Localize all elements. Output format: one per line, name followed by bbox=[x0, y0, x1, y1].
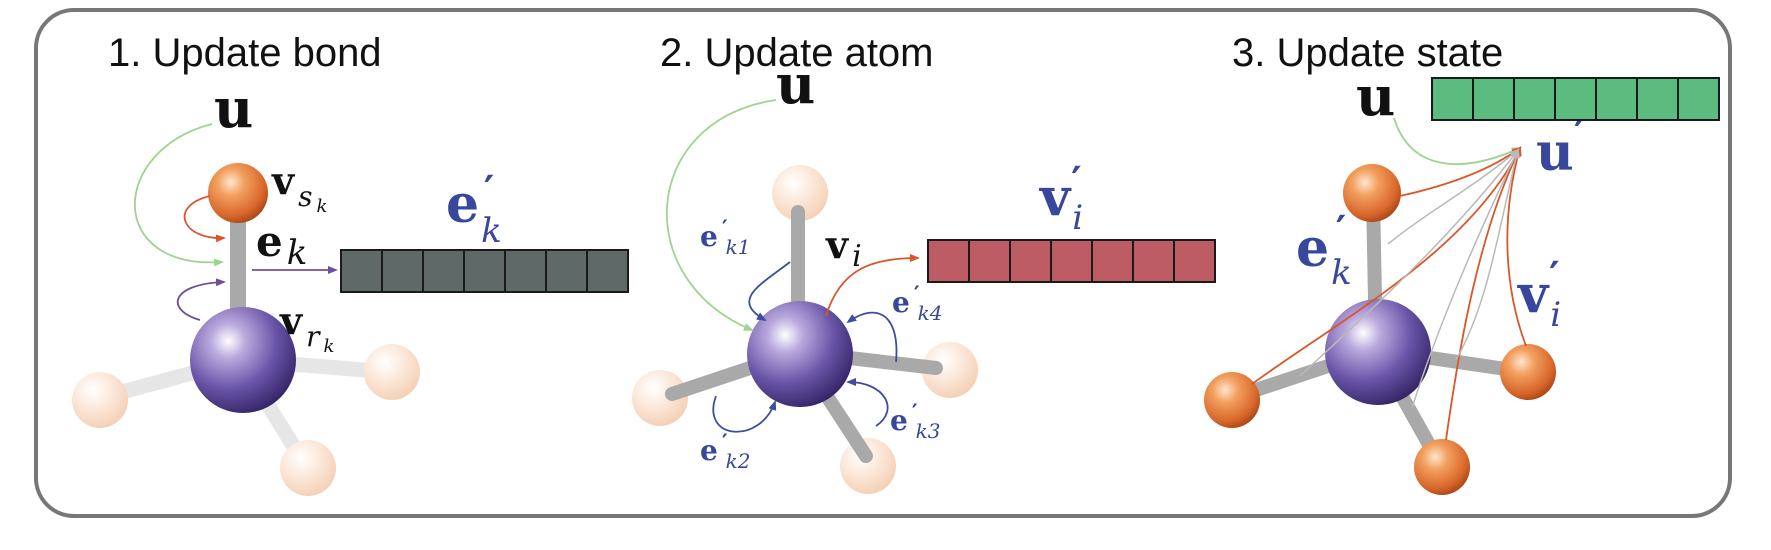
label-e-k-prime: e k ′ bbox=[446, 167, 506, 251]
panel-update-state: 3. Update state u u ′ e k ′ bbox=[1204, 31, 1720, 495]
vector-cell bbox=[1554, 77, 1597, 121]
vector-cell bbox=[1595, 77, 1638, 121]
arrow-ek3-to-atom bbox=[846, 378, 889, 427]
faded-atom bbox=[772, 165, 828, 221]
arrow-u-to-atom bbox=[665, 99, 777, 331]
arrow-atom-to-state bbox=[1251, 146, 1521, 385]
faded-atom bbox=[922, 342, 978, 398]
vector-cell bbox=[545, 249, 588, 293]
panel-update-atom: 2. Update atom u v i e ′ k1 e bbox=[632, 31, 1216, 494]
arrow-bond-to-state bbox=[1411, 148, 1519, 409]
vector-cell bbox=[968, 239, 1011, 283]
vector-cell bbox=[1173, 239, 1216, 283]
faded-atom bbox=[632, 370, 688, 426]
vector-cell bbox=[381, 249, 424, 293]
arrow-bond-to-state bbox=[1455, 148, 1520, 361]
faded-atom bbox=[72, 372, 128, 428]
label-e-k4-prime: e ′ k4 bbox=[892, 282, 942, 325]
arrow-atom-to-state bbox=[1506, 146, 1527, 347]
arrow-u-to-state bbox=[1393, 117, 1522, 165]
label-u: u bbox=[214, 76, 253, 140]
label-v-i-prime: v i ′ bbox=[1039, 158, 1087, 238]
arrow-atom-to-state bbox=[1445, 146, 1521, 441]
arrow-ek2-to-atom bbox=[712, 395, 777, 433]
diagram-frame bbox=[34, 8, 1732, 518]
arrow-ek4-to-atom bbox=[846, 311, 898, 363]
arrow-ek1-to-atom bbox=[748, 261, 791, 321]
label-e-k2-prime: e ′ k2 bbox=[700, 430, 750, 473]
central-atom bbox=[1325, 299, 1431, 405]
label-e-k1-prime: e ′ k1 bbox=[700, 216, 750, 259]
bonded-atom bbox=[1204, 372, 1260, 428]
label-u-prime: u ′ bbox=[1536, 111, 1584, 183]
bonded-atom bbox=[1343, 164, 1401, 222]
panel-update-bond: 1. Update bond u v s k e k v r bbox=[72, 31, 629, 496]
label-e-k: e k bbox=[256, 217, 307, 273]
faded-atom bbox=[840, 438, 896, 494]
vector-cell bbox=[586, 249, 629, 293]
vector-cell bbox=[1636, 77, 1679, 121]
arrow-vsk-to-bond bbox=[183, 195, 226, 243]
state-feature-vector bbox=[1431, 77, 1720, 121]
label-e-k-prime: e k ′ bbox=[1296, 207, 1356, 293]
label-e-k3-prime: e ′ k3 bbox=[890, 400, 940, 443]
vector-cell bbox=[340, 249, 383, 293]
central-atom bbox=[747, 301, 853, 407]
label-v-i: v i bbox=[825, 222, 862, 274]
arrow-u-to-bond bbox=[134, 123, 224, 267]
panel-title-state: 3. Update state bbox=[1232, 31, 1503, 75]
vector-cell bbox=[1050, 239, 1093, 283]
faded-atom bbox=[364, 344, 420, 400]
faded-atom bbox=[280, 440, 336, 496]
atom-feature-vector bbox=[927, 239, 1216, 283]
vector-cell bbox=[1472, 77, 1515, 121]
bonded-atom bbox=[1500, 344, 1556, 400]
vector-cell bbox=[927, 239, 970, 283]
label-v-rk: v r k bbox=[279, 298, 334, 357]
bond-feature-vector bbox=[340, 249, 629, 293]
arrow-bond-to-state bbox=[1387, 148, 1520, 245]
label-u: u bbox=[1356, 64, 1395, 128]
sender-atom bbox=[208, 163, 268, 223]
arrow-atom-to-vector bbox=[825, 254, 920, 317]
vector-cell bbox=[1677, 77, 1720, 121]
vector-cell bbox=[1431, 77, 1474, 121]
label-v-i-prime: v i ′ bbox=[1517, 253, 1565, 335]
bonded-atom bbox=[1414, 439, 1470, 495]
arrow-bond-to-state bbox=[1299, 148, 1520, 377]
vector-cell bbox=[1132, 239, 1175, 283]
vector-cell bbox=[1513, 77, 1556, 121]
panel-title-bond: 1. Update bond bbox=[108, 31, 382, 75]
label-u: u bbox=[776, 52, 815, 116]
label-v-sk: v s k bbox=[271, 158, 327, 217]
vector-cell bbox=[463, 249, 506, 293]
panel-title-atom: 2. Update atom bbox=[660, 31, 934, 75]
arrow-vrk-to-bond bbox=[177, 278, 226, 321]
vector-cell bbox=[422, 249, 465, 293]
central-atom bbox=[190, 307, 296, 413]
vector-cell bbox=[1009, 239, 1052, 283]
vector-cell bbox=[504, 249, 547, 293]
vector-cell bbox=[1091, 239, 1134, 283]
